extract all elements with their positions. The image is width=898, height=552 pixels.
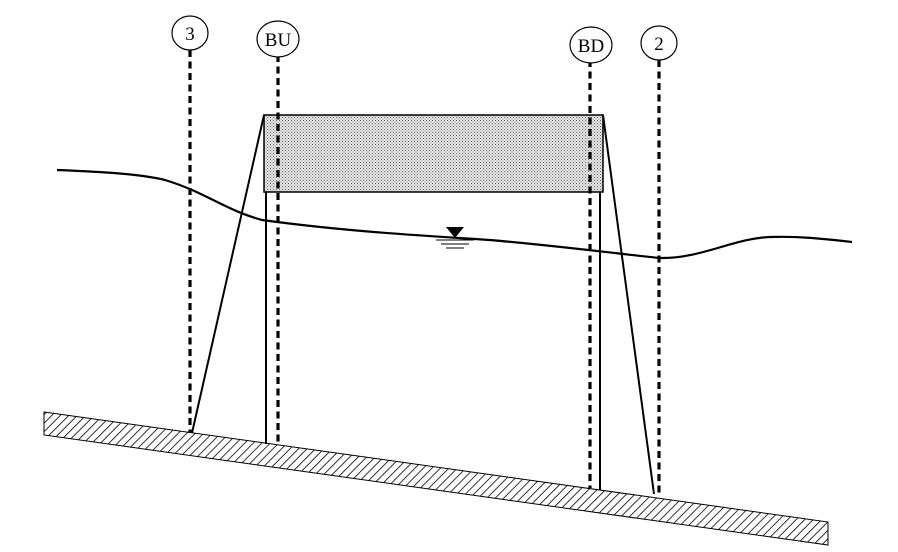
section-BU-label: BU [265, 30, 292, 51]
channel-bed [43, 411, 829, 546]
section-2-marker: 2 [640, 25, 678, 61]
section-3-marker: 3 [171, 15, 209, 51]
water-surface-symbol [436, 227, 474, 249]
section-BD-label: BD [578, 36, 604, 57]
right-abutment-slope [602, 114, 655, 495]
bridge-deck [263, 114, 604, 193]
water-surface-profile [56, 168, 853, 260]
section-3-label: 3 [185, 24, 195, 45]
section-BD-marker: BD [569, 26, 613, 64]
section-2-label: 2 [654, 34, 664, 55]
left-abutment-slope [191, 114, 265, 434]
section-BU-marker: BU [256, 20, 300, 58]
